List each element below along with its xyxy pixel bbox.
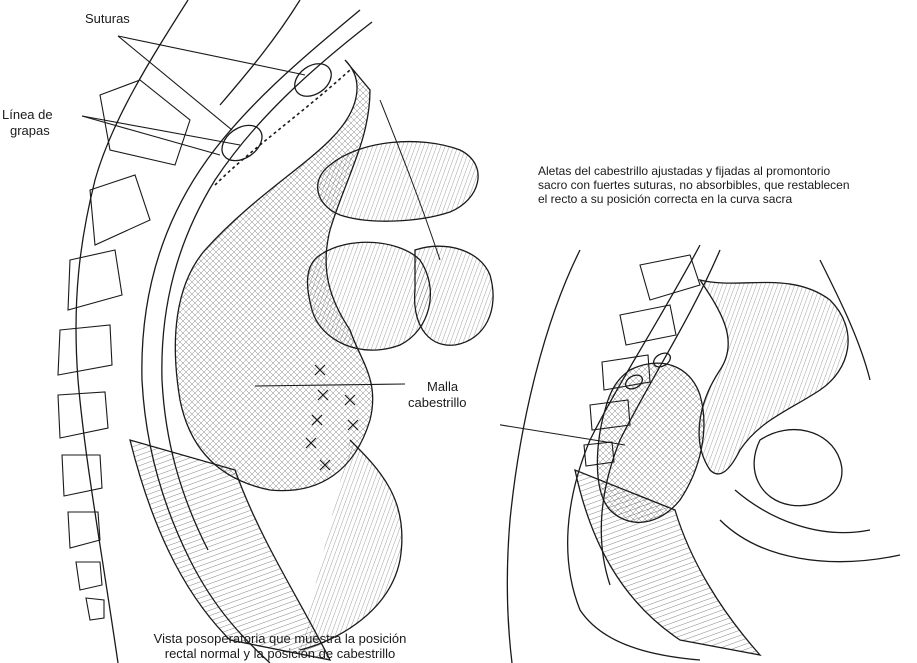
flaps-label-2: sacro con fuertes suturas, no absorbible… [538, 178, 850, 192]
colon-right [699, 280, 848, 474]
sling-label-1: Malla [427, 380, 458, 394]
sutures-label: Suturas [85, 12, 130, 26]
staple-line-label-1: Línea de [2, 108, 53, 122]
flaps-label-3: el recto a su posición correcta en la cu… [538, 192, 792, 206]
left-view [58, 0, 493, 663]
pelvic-organ [754, 430, 842, 506]
staple-line-label-2: grapas [10, 124, 50, 138]
right-view [470, 245, 900, 663]
colon-loops [307, 142, 493, 351]
flaps-label-1: Aletas del cabestrillo ajustadas y fijad… [538, 164, 830, 178]
caption-line-2: rectal normal y la posición de cabestril… [110, 647, 450, 661]
caption-line-1: Vista posoperatoria que muestra la posic… [110, 632, 450, 646]
sling-label-2: cabestrillo [408, 396, 467, 410]
abdominal-wall-line [76, 0, 188, 663]
